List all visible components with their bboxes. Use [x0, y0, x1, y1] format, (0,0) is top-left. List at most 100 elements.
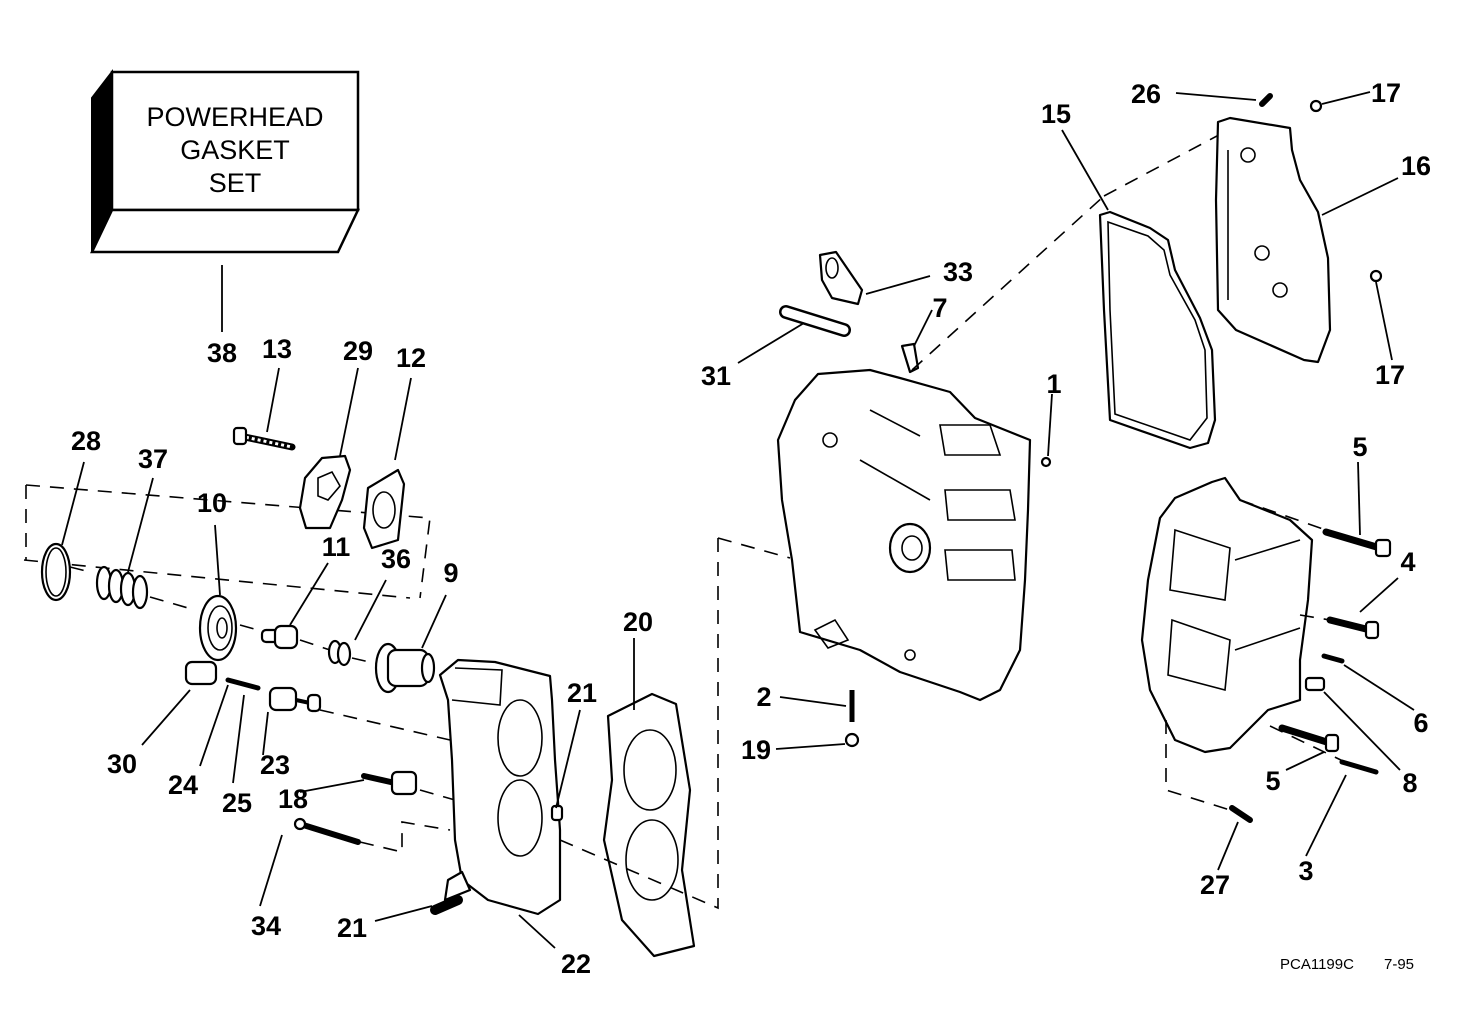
- part-crankcase-block[interactable]: [776, 368, 1032, 702]
- part-10-diaphragm[interactable]: [198, 594, 238, 662]
- bolt-head: [1364, 620, 1380, 640]
- part-13-bolt[interactable]: [232, 426, 296, 451]
- leader-30: [141, 689, 191, 746]
- callout-9[interactable]: 9: [443, 558, 458, 588]
- gasket-set-box[interactable]: POWERHEAD GASKET SET: [90, 69, 360, 254]
- alignment-line: [299, 639, 331, 651]
- callout-13[interactable]: 13: [262, 334, 292, 364]
- callout-8[interactable]: 8: [1402, 768, 1417, 798]
- leader-7: [913, 309, 933, 347]
- pin-shape: [225, 677, 261, 691]
- callout-12[interactable]: 12: [396, 343, 426, 373]
- part-36-spring[interactable]: [327, 639, 352, 667]
- callout-17-lower[interactable]: 17: [1375, 360, 1405, 390]
- callout-19[interactable]: 19: [741, 735, 771, 765]
- part-17-plug-lower[interactable]: [1369, 269, 1383, 283]
- part-1-pin[interactable]: [1040, 456, 1052, 468]
- callout-20[interactable]: 20: [623, 607, 653, 637]
- callout-1[interactable]: 1: [1046, 369, 1061, 399]
- callout-18[interactable]: 18: [278, 784, 308, 814]
- callout-24[interactable]: 24: [168, 770, 198, 800]
- part-7-fitting[interactable]: [900, 342, 920, 374]
- part-27-fitting[interactable]: [1229, 805, 1253, 823]
- bolt-head: [232, 426, 248, 446]
- part-11-valve[interactable]: [260, 624, 299, 650]
- callout-21-upper[interactable]: 21: [567, 678, 597, 708]
- part-17-plug-upper[interactable]: [1309, 99, 1323, 113]
- callout-2[interactable]: 2: [756, 682, 771, 712]
- callout-33[interactable]: 33: [943, 257, 973, 287]
- gasket-box-line-1: POWERHEAD: [146, 102, 323, 132]
- callout-29[interactable]: 29: [343, 336, 373, 366]
- spring-coil: [131, 574, 149, 610]
- callout-27[interactable]: 27: [1200, 870, 1230, 900]
- callout-26[interactable]: 26: [1131, 79, 1161, 109]
- cover-boss: [1272, 282, 1288, 298]
- part-16-exhaust-cover[interactable]: [1214, 116, 1332, 364]
- callout-31[interactable]: 31: [701, 361, 731, 391]
- callout-11[interactable]: 11: [322, 532, 351, 562]
- part-34-bolt[interactable]: [293, 817, 361, 845]
- leader-26: [1175, 92, 1257, 101]
- callout-5-upper[interactable]: 5: [1352, 432, 1367, 462]
- alignment-line: [351, 657, 379, 665]
- bolt-head: [1324, 733, 1340, 753]
- alignment-line: [1299, 614, 1331, 621]
- part-37-spring[interactable]: [95, 565, 149, 610]
- fitting-shape: [550, 804, 564, 822]
- part-6-screw[interactable]: [1321, 653, 1345, 664]
- part-4-bolt[interactable]: [1326, 616, 1380, 640]
- part-15-exhaust-gasket[interactable]: [1098, 210, 1217, 450]
- part-crankcase-cover[interactable]: [1140, 476, 1314, 754]
- alignment-line: [359, 821, 451, 854]
- part-18-spark-plug[interactable]: [361, 770, 418, 796]
- callout-28[interactable]: 28: [71, 426, 101, 456]
- callout-25[interactable]: 25: [222, 788, 252, 818]
- part-26-screw[interactable]: [1259, 93, 1273, 107]
- callout-38[interactable]: 38: [207, 338, 237, 368]
- callout-34[interactable]: 34: [251, 911, 281, 941]
- part-21-fitting-lower[interactable]: [430, 895, 463, 915]
- callout-23[interactable]: 23: [260, 750, 290, 780]
- callout-37[interactable]: 37: [138, 444, 168, 474]
- callout-36[interactable]: 36: [381, 544, 411, 574]
- part-5-bolt-lower[interactable]: [1278, 724, 1340, 753]
- part-3-pin[interactable]: [1339, 759, 1379, 775]
- part-33-plate[interactable]: [818, 250, 864, 306]
- part-20-head-gasket[interactable]: [602, 692, 696, 958]
- part-19-nut[interactable]: [844, 732, 860, 748]
- gasket-shape: [362, 468, 406, 550]
- callout-3[interactable]: 3: [1298, 856, 1313, 886]
- part-29-thermostat-cover[interactable]: [298, 454, 352, 530]
- part-22-cylinder-head[interactable]: [438, 658, 562, 916]
- part-5-bolt-upper[interactable]: [1322, 528, 1392, 558]
- callout-6[interactable]: 6: [1413, 708, 1428, 738]
- leader-lines: [61, 91, 1415, 949]
- callout-16[interactable]: 16: [1401, 151, 1431, 181]
- drawing-footer: PCA1199C 7-95: [1280, 956, 1414, 973]
- callout-17-upper[interactable]: 17: [1371, 78, 1401, 108]
- gasket-bore-1: [623, 729, 677, 811]
- callout-22[interactable]: 22: [561, 949, 591, 979]
- part-12-gasket[interactable]: [362, 468, 406, 550]
- callout-21-lower[interactable]: 21: [337, 913, 367, 943]
- callout-10[interactable]: 10: [197, 488, 227, 518]
- callout-5-lower[interactable]: 5: [1265, 766, 1280, 796]
- part-30-fitting[interactable]: [184, 660, 218, 686]
- callout-7[interactable]: 7: [932, 293, 947, 323]
- cover-rib: [1234, 539, 1301, 561]
- callout-15[interactable]: 15: [1041, 99, 1071, 129]
- part-21-fitting-upper[interactable]: [550, 804, 564, 822]
- drawing-code: PCA1199C: [1280, 956, 1354, 973]
- part-9-thermostat[interactable]: [374, 642, 436, 694]
- callout-4[interactable]: 4: [1400, 547, 1415, 577]
- part-28-o-ring[interactable]: [40, 542, 72, 602]
- plug-body: [390, 770, 418, 796]
- callout-30[interactable]: 30: [107, 749, 137, 779]
- part-25-pin[interactable]: [225, 677, 261, 691]
- part-23-valve-body[interactable]: [268, 686, 322, 713]
- valve-body: [268, 686, 298, 712]
- part-8-fitting[interactable]: [1304, 676, 1326, 692]
- part-31-hose[interactable]: [779, 305, 851, 337]
